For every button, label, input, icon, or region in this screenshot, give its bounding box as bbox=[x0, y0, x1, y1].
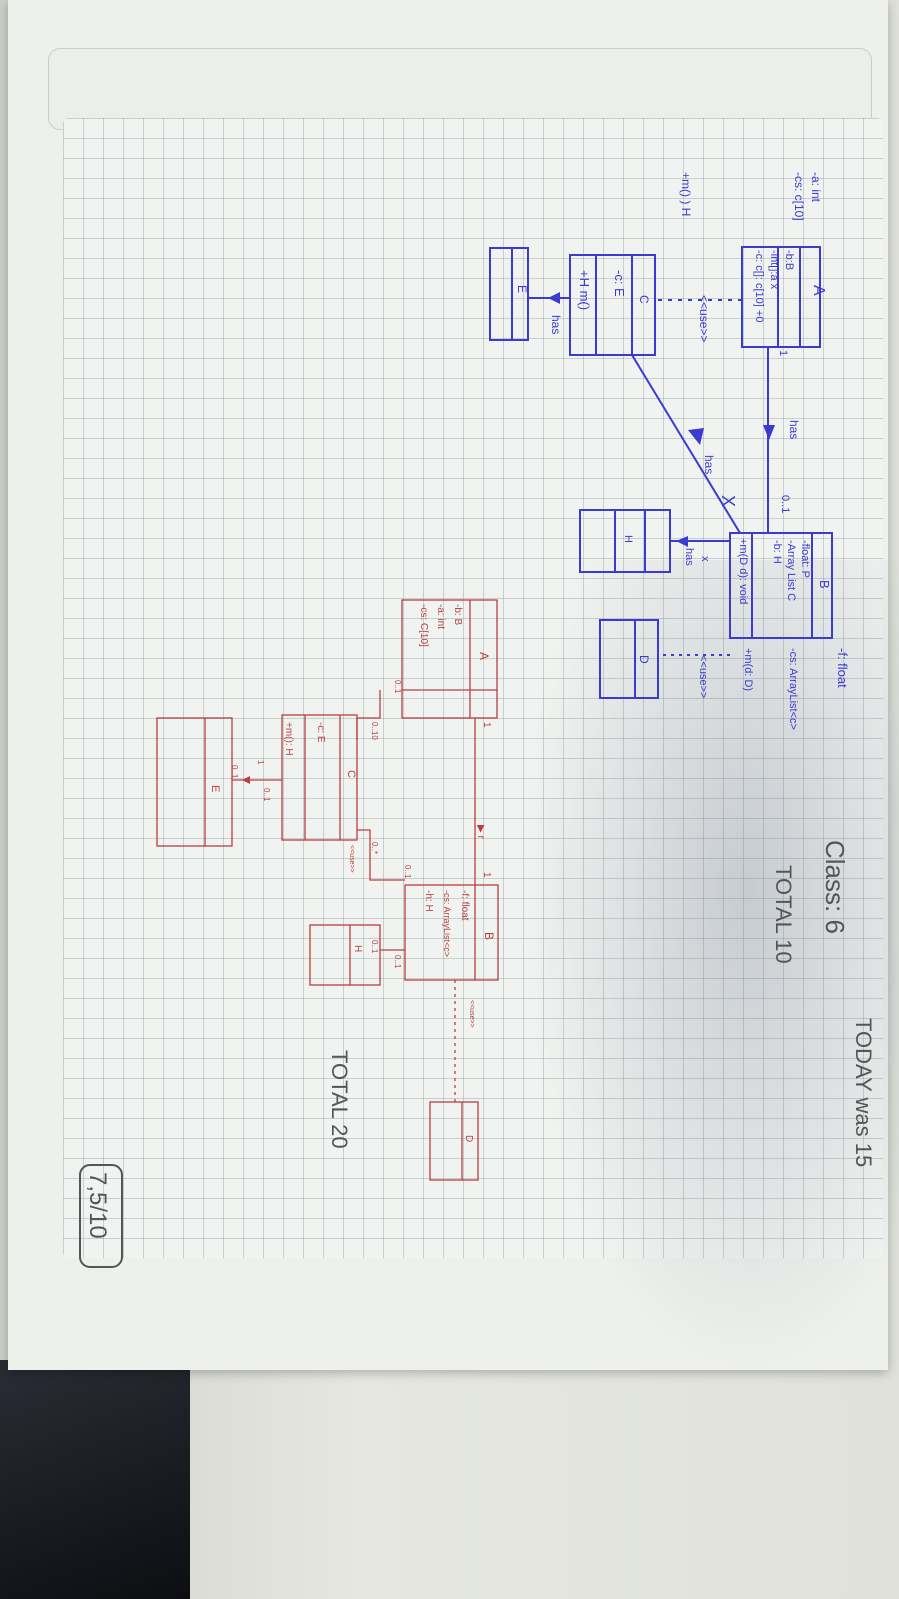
square-grid bbox=[63, 118, 883, 1258]
red-mult: 1 bbox=[256, 760, 265, 765]
blue-class-b-method: +m(D d): void bbox=[737, 538, 749, 604]
blue-correction: -cs: ArrayList<c> bbox=[787, 648, 799, 730]
blue-x-mark: x bbox=[699, 556, 711, 562]
red-class-a-attr: -cs: C[10] bbox=[418, 604, 429, 647]
grading-today: TODAY was 15 bbox=[851, 1018, 876, 1167]
grading-notes: Class: 6 TOTAL 10 TOTAL 20 TODAY was 15 … bbox=[79, 840, 876, 1268]
blue-class-a-attr: -int[]:a x bbox=[768, 250, 780, 290]
red-mult: 1 bbox=[481, 722, 492, 728]
blue-class-e: E bbox=[489, 247, 529, 341]
score-box bbox=[79, 1164, 123, 1268]
blue-label-has: has bbox=[683, 548, 695, 566]
blue-class-d-name: D bbox=[637, 655, 651, 664]
blue-class-a: A -b:B -int[]:a x -c: c[]: c[10] +0 bbox=[741, 246, 827, 348]
blue-label-has: has bbox=[787, 420, 801, 439]
red-class-c-attr: +m(): H bbox=[283, 722, 294, 756]
blue-label-use: <<use>> bbox=[697, 295, 711, 342]
red-class-h-name: H bbox=[352, 945, 363, 952]
blue-class-b-attr: -b: H bbox=[771, 540, 783, 564]
red-class-c: C -c: E +m(): H bbox=[281, 714, 358, 841]
blue-mult: 1 bbox=[777, 350, 789, 356]
red-mult: 0..1 bbox=[393, 955, 402, 969]
grading-total-1: TOTAL 10 bbox=[771, 865, 796, 964]
red-stereotype: <<use>> bbox=[348, 845, 355, 873]
blue-class-b-attr: -Array List C bbox=[785, 540, 797, 601]
grading-total-2: TOTAL 20 bbox=[327, 1050, 352, 1149]
red-mult: 0..1 bbox=[403, 865, 412, 879]
blue-class-a-attr: -b:B bbox=[783, 250, 795, 270]
red-class-b-attr: -h: H bbox=[423, 890, 434, 912]
blue-margin-note: -cs: c[10] bbox=[792, 172, 806, 221]
red-mult: 0..1 bbox=[262, 788, 271, 802]
blue-correction: +m(d: D) bbox=[742, 648, 754, 691]
red-stereotype: <<use>> bbox=[468, 1000, 475, 1028]
red-class-a-attr: -b: B bbox=[452, 604, 463, 625]
blue-class-c-name: C bbox=[637, 295, 651, 304]
red-class-d-name: D bbox=[463, 1135, 474, 1142]
red-class-b-attr: -f: float bbox=[459, 890, 470, 921]
red-class-b-name: B bbox=[482, 932, 496, 940]
red-class-a: A -b: B -a: int -cs: C[10] bbox=[401, 599, 498, 719]
blue-class-b-attr: -float: P bbox=[799, 540, 811, 578]
blue-class-b-name: B bbox=[817, 580, 832, 589]
blue-class-a-attr: -c: c[]: c[10] +0 bbox=[753, 250, 765, 322]
red-class-a-attr: -a: int bbox=[435, 604, 446, 629]
red-mult: 0..* bbox=[370, 842, 379, 854]
blue-label-has: has bbox=[702, 455, 716, 474]
red-uml-diagram: A -b: B -a: int -cs: C[10] B -f: float bbox=[156, 599, 499, 1181]
blue-class-d: D bbox=[599, 619, 659, 699]
blue-margin-note: +m() ) H bbox=[679, 172, 693, 216]
red-mult: 0..1 bbox=[230, 765, 239, 779]
grid-paper-sheet bbox=[8, 0, 888, 1370]
red-class-b-attr: -cs: ArrayList<c> bbox=[442, 890, 452, 957]
red-class-b: B -f: float -cs: ArrayList<c> -h: H bbox=[404, 884, 499, 981]
red-class-d: D bbox=[429, 1101, 479, 1181]
red-class-e-name: E bbox=[209, 785, 221, 792]
blue-correction: -f: float bbox=[835, 648, 850, 688]
blue-mult: 0..1 bbox=[779, 495, 791, 513]
red-class-c-attr: -c: E bbox=[315, 722, 326, 743]
blue-class-e-name: E bbox=[515, 285, 529, 293]
blue-x-mark: X bbox=[718, 495, 738, 507]
blue-label-has: has bbox=[549, 315, 563, 334]
grading-class-count: Class: 6 bbox=[820, 840, 850, 934]
red-mult: 0..1 bbox=[370, 940, 379, 954]
blue-class-a-name: A bbox=[810, 285, 827, 296]
blue-class-c-attr: +H m() bbox=[577, 270, 592, 310]
grading-score: 7,5/10 bbox=[84, 1172, 111, 1239]
blue-class-h: H bbox=[579, 509, 671, 573]
red-class-h: H bbox=[309, 924, 381, 986]
blue-label-use: <<use>> bbox=[697, 655, 709, 698]
blue-class-c-attr: -c: E bbox=[612, 270, 627, 297]
red-arrow-label: ▶ r bbox=[475, 825, 486, 839]
red-mult: 1 bbox=[481, 872, 492, 878]
dark-object bbox=[0, 1360, 190, 1599]
red-mult: 0..10 bbox=[370, 722, 379, 740]
blue-margin-note: -a: int bbox=[809, 172, 823, 203]
blue-class-h-name: H bbox=[622, 535, 634, 543]
red-class-a-name: A bbox=[477, 652, 491, 660]
red-class-e: E bbox=[156, 717, 233, 847]
red-mult: 0..1 bbox=[393, 680, 402, 694]
blue-uml-diagram: A -b:B -int[]:a x -c: c[]: c[10] +0 -a: … bbox=[489, 172, 850, 730]
red-class-c-name: C bbox=[345, 770, 357, 778]
blue-class-c: C -c: E +H m() bbox=[569, 254, 656, 356]
blue-class-b: B -float: P -Array List C -b: H +m(D d):… bbox=[729, 532, 833, 639]
